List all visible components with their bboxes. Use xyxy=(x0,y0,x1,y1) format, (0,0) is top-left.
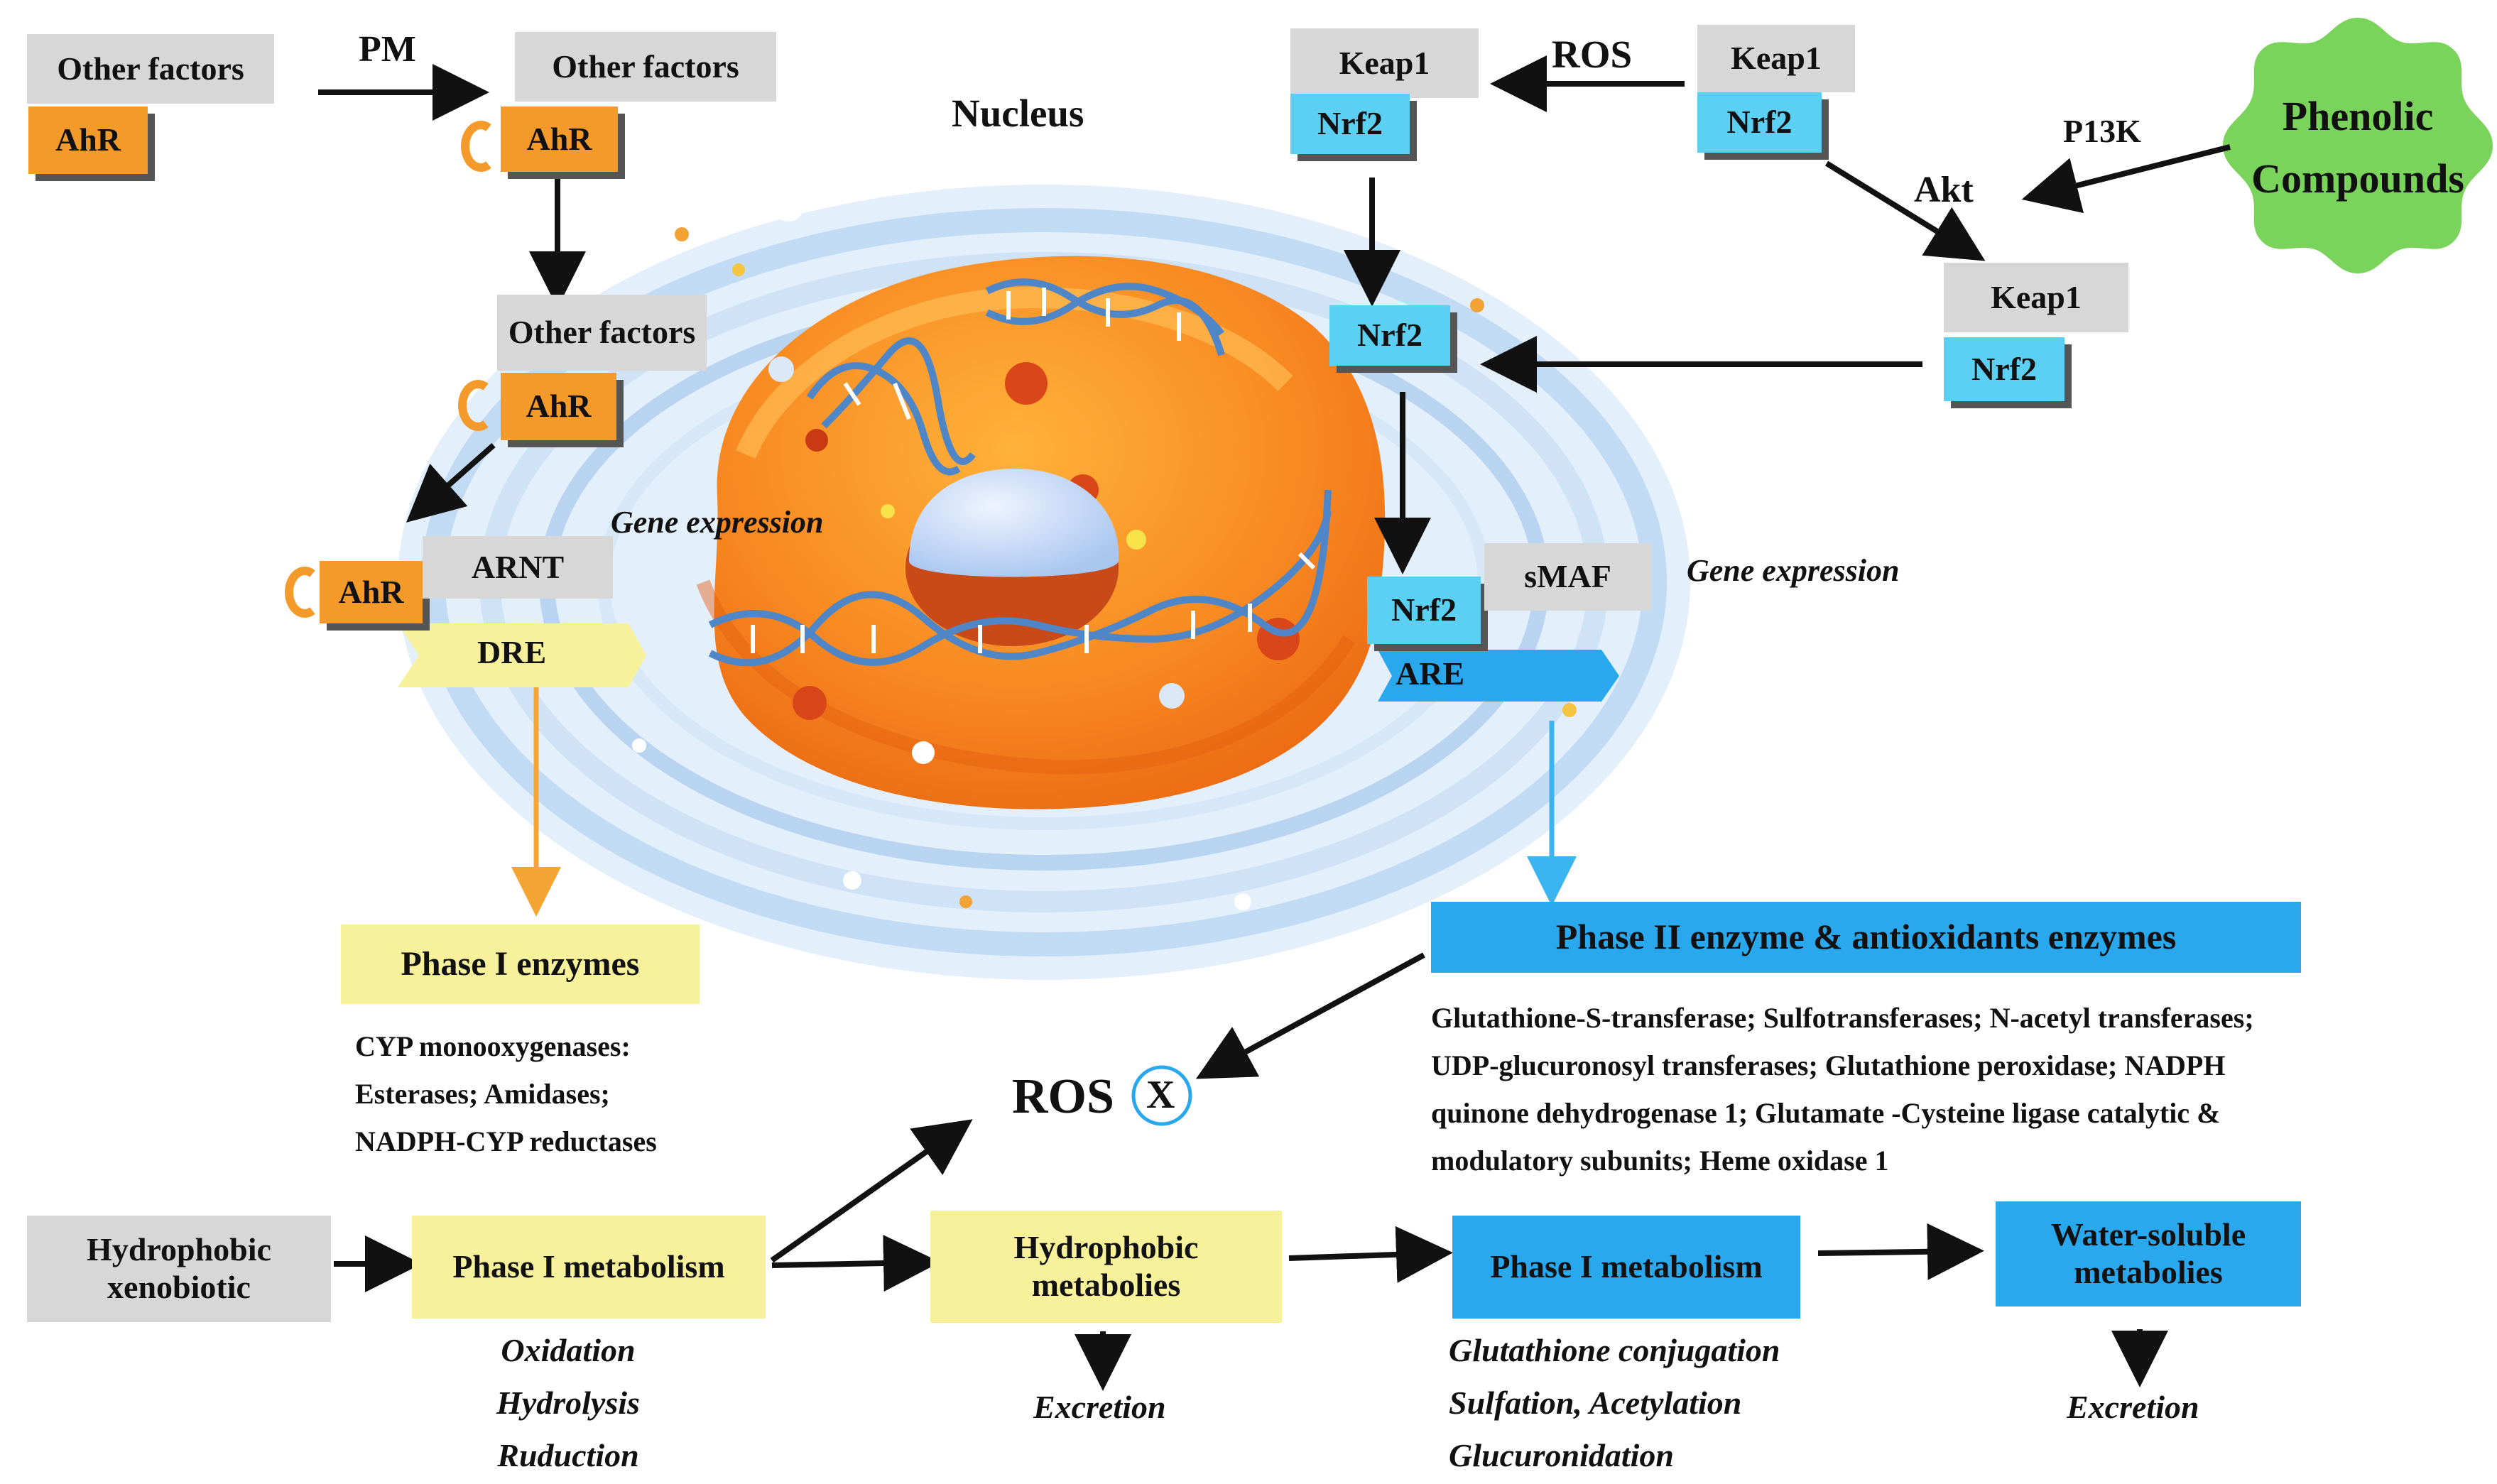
ligand-markers xyxy=(285,121,491,618)
are-label: ARE xyxy=(1396,655,1465,692)
phase1-metabolism-box-2: Phase I metabolism xyxy=(1452,1216,1800,1319)
are-shape xyxy=(1378,650,1619,702)
phase2-enzyme-line: quinone dehydrogenase 1; Glutamate -Cyst… xyxy=(1431,1097,2221,1129)
phase2-enzymes-box: Phase II enzyme & antioxidants enzymes xyxy=(1431,902,2301,973)
phenolic-compounds-label: Phenolic Compounds xyxy=(2230,85,2486,210)
phase1-enzymes-box: Phase I enzymes xyxy=(341,924,700,1004)
other-factors-box-1: Other factors xyxy=(27,34,274,104)
phase1-step: Oxidation xyxy=(501,1332,636,1368)
phase2-steps: Glutathione conjugation Sulfation, Acety… xyxy=(1449,1324,1780,1482)
phase2-step: Sulfation, Acetylation xyxy=(1449,1385,1742,1421)
gene-expression-right: Gene expression xyxy=(1687,553,1900,588)
phase1-steps: Oxidation Hydrolysis Ruduction xyxy=(412,1324,724,1482)
hydrophobic-line-2: metabolies xyxy=(1031,1267,1181,1303)
phase1-metabolism-box: Phase I metabolism xyxy=(412,1216,766,1319)
keap1-box-1: Keap1 xyxy=(1290,28,1479,98)
phase2-step: Glutathione conjugation xyxy=(1449,1332,1780,1368)
phenolic-line-1: Phenolic xyxy=(2282,93,2434,139)
gene-expression-left: Gene expression xyxy=(611,505,824,540)
akt-label: Akt xyxy=(1914,170,1974,210)
excretion-label-1: Excretion xyxy=(1033,1389,1166,1425)
nucleus-label: Nucleus xyxy=(952,92,1084,135)
xenobiotic-line-2: xenobiotic xyxy=(107,1269,251,1305)
ros-label-center: ROS xyxy=(1012,1069,1114,1124)
nrf2-box-2: Nrf2 xyxy=(1697,92,1822,153)
phase2-enzyme-line: modulatory subunits; Heme oxidase 1 xyxy=(1431,1145,1889,1177)
ahr-box-3: AhR xyxy=(501,373,616,440)
hydrophobic-metabolies-box: Hydrophobic metabolies xyxy=(930,1211,1282,1323)
nrf2-box-1: Nrf2 xyxy=(1290,94,1410,154)
phase1-enzyme-list: CYP monooxygenases: Esterases; Amidases;… xyxy=(355,1022,657,1165)
ros-blocked-icon xyxy=(1131,1065,1192,1126)
nrf2-box-5: Nrf2 xyxy=(1367,577,1481,644)
hydrophobic-line-1: Hydrophobic xyxy=(1013,1229,1199,1266)
ahr-box-4: AhR xyxy=(320,561,423,623)
water-line-1: Water-soluble xyxy=(2050,1216,2246,1253)
xenobiotic-line-1: Hydrophobic xyxy=(87,1231,271,1268)
water-line-2: metabolies xyxy=(2074,1254,2223,1290)
ahr-box-1: AhR xyxy=(28,107,148,174)
ros-x-mark: X xyxy=(1146,1073,1175,1117)
cell-illustration xyxy=(398,182,1690,980)
ahr-box-2: AhR xyxy=(501,107,618,172)
keap1-box-2: Keap1 xyxy=(1697,25,1855,92)
other-factors-box-3: Other factors xyxy=(497,295,707,371)
dre-label: DRE xyxy=(477,634,547,670)
phase1-step: Hydrolysis xyxy=(496,1385,640,1421)
nrf2-box-4: Nrf2 xyxy=(1329,305,1450,366)
phenolic-badge xyxy=(2223,18,2493,273)
phase1-enzyme-item: Esterases; Amidases; xyxy=(355,1078,610,1110)
phase2-enzyme-line: UDP-glucuronosyl transferases; Glutathio… xyxy=(1431,1049,2226,1081)
phase1-enzyme-item: CYP monooxygenases: xyxy=(355,1030,631,1062)
phase2-enzyme-list: Glutathione-S-transferase; Sulfotransfer… xyxy=(1431,994,2254,1184)
p13k-label: P13K xyxy=(2063,113,2141,149)
dre-shape xyxy=(398,623,646,687)
water-soluble-box: Water-soluble metabolies xyxy=(1996,1201,2301,1306)
ros-label-top: ROS xyxy=(1552,33,1633,76)
pm-label: PM xyxy=(359,29,416,70)
hydrophobic-xenobiotic-box: Hydrophobic xenobiotic xyxy=(27,1216,331,1322)
excretion-label-2: Excretion xyxy=(2067,1389,2199,1425)
arnt-box: ARNT xyxy=(423,536,613,599)
phase2-enzyme-line: Glutathione-S-transferase; Sulfotransfer… xyxy=(1431,1002,2254,1034)
phase2-step: Glucuronidation xyxy=(1449,1437,1674,1473)
keap1-box-3: Keap1 xyxy=(1944,263,2128,332)
phase1-step: Ruduction xyxy=(497,1437,639,1473)
nrf2-box-3: Nrf2 xyxy=(1944,337,2064,401)
smaf-box: sMAF xyxy=(1484,543,1651,611)
phenolic-line-2: Compounds xyxy=(2251,156,2464,202)
phase1-enzyme-item: NADPH-CYP reductases xyxy=(355,1125,657,1157)
other-factors-box-2: Other factors xyxy=(515,32,776,102)
